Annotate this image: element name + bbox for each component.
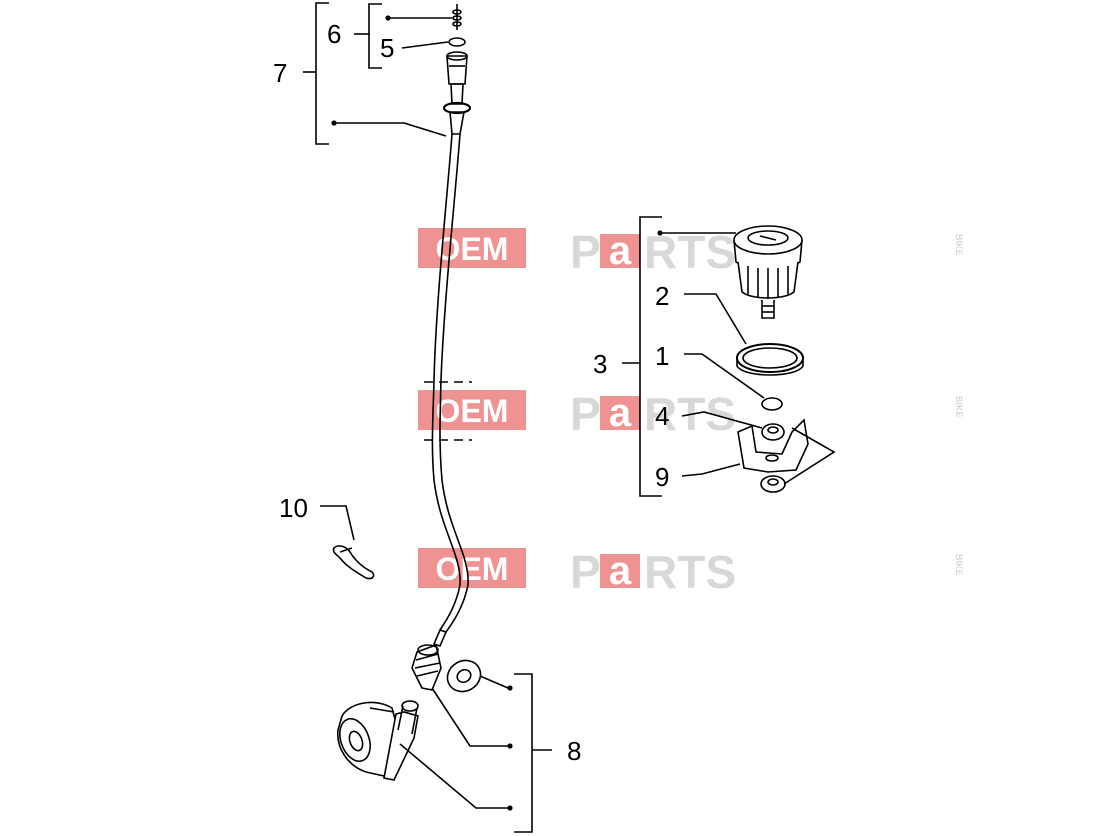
reservoir-cap	[733, 225, 803, 319]
watermark-bike-text: BIKE	[954, 234, 964, 256]
watermark-bike-text: BIKE	[954, 554, 964, 576]
speedometer-drive-assembly	[337, 643, 482, 781]
watermark-1: OEM BIKE P a RTS	[418, 226, 964, 278]
watermark-group: OEM BIKE P a RTS OEM BIKE P a RTS OEM BI…	[418, 226, 964, 598]
cable-break-marks	[424, 381, 472, 441]
reservoir-bracket	[737, 418, 809, 473]
cable-top-screw	[452, 4, 462, 30]
watermark-a-text: a	[609, 391, 632, 435]
callout-label-2: 2	[655, 281, 669, 311]
reservoir-nut-bottom	[760, 475, 786, 493]
callout-label-1: 1	[655, 341, 669, 371]
watermark-a-text: a	[609, 229, 632, 273]
watermark-p-text: P	[570, 546, 601, 598]
callout-label-8: 8	[567, 736, 581, 766]
cable-clip	[332, 545, 375, 580]
cable-top-ferrule	[446, 55, 468, 85]
callout-label-3: 3	[593, 349, 607, 379]
callout-label-10: 10	[279, 493, 308, 523]
reservoir-o-ring	[736, 343, 804, 376]
bracket-8	[514, 673, 533, 833]
drive-sleeve	[411, 643, 442, 691]
watermark-oem-text: OEM	[436, 231, 509, 267]
callout-label-9: 9	[655, 462, 669, 492]
watermark-a-text: a	[609, 549, 632, 593]
cable-top-washer	[448, 37, 466, 47]
callout-label-5: 5	[380, 33, 394, 63]
watermark-oem-text: OEM	[436, 551, 509, 587]
reservoir-nut-top	[761, 423, 785, 441]
watermark-oem-text: OEM	[436, 393, 509, 429]
drive-gear-housing	[337, 700, 419, 781]
reservoir-group	[733, 225, 809, 493]
callout-label-6: 6	[327, 19, 341, 49]
bracket-7	[315, 2, 329, 145]
watermark-rts-text: RTS	[644, 546, 736, 598]
watermark-bike-text: BIKE	[954, 396, 964, 418]
watermark-p-text: P	[570, 388, 601, 440]
speedometer-cable	[424, 4, 472, 647]
callout-label-7: 7	[273, 58, 287, 88]
watermark-2: OEM BIKE P a RTS	[418, 388, 964, 440]
bracket-6	[368, 3, 382, 69]
callout-dots	[331, 15, 663, 811]
cable-sheath-right	[439, 133, 469, 633]
watermark-3: OEM BIKE P a RTS	[418, 546, 964, 598]
watermark-p-text: P	[570, 226, 601, 278]
callout-lines	[303, 2, 836, 833]
reservoir-washer	[761, 397, 783, 411]
drive-washer	[446, 659, 482, 693]
callout-labels: 7 6 5 2 3 1 4 9 10 8	[273, 19, 669, 766]
cable-sheath-left	[431, 133, 461, 631]
bracket-3	[639, 216, 662, 497]
callout-label-4: 4	[655, 401, 669, 431]
